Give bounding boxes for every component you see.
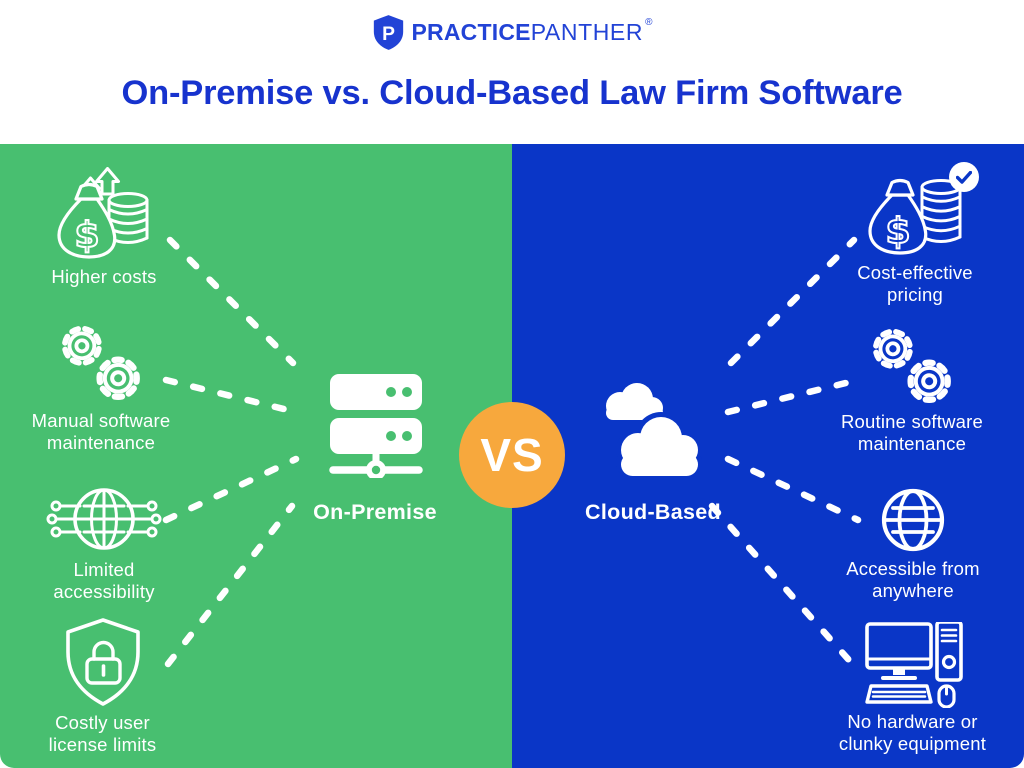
money-bag-coins-arrows-icon: $	[57, 167, 149, 259]
gears-icon	[61, 325, 140, 400]
left-item-license-limits: Costly user license limits	[35, 617, 170, 756]
logo-word-panther: PANTHER	[530, 19, 644, 45]
right-item-routine-maintenance: Routine software maintenance	[832, 324, 992, 455]
right-item-accessible-anywhere: Accessible from anywhere	[838, 487, 988, 602]
logo-letter: P	[382, 24, 395, 45]
page-title: On-Premise vs. Cloud-Based Law Firm Soft…	[121, 74, 903, 112]
vs-badge: VS	[459, 402, 565, 508]
item-label: No hardware or clunky equipment	[838, 711, 987, 754]
left-item-higher-costs: $ Higher costs	[30, 167, 178, 288]
item-label: Routine software maintenance	[840, 411, 984, 454]
registered-mark: ®	[645, 17, 653, 28]
gears-icon	[872, 328, 951, 403]
panther-shield-icon: P	[373, 15, 403, 50]
brand-logo: P PRACTICE PANTHER ®	[0, 14, 1024, 51]
right-item-no-hardware: No hardware or clunky equipment	[830, 622, 995, 755]
shield-lock-icon	[65, 618, 140, 706]
money-bag-coins-check-icon: $	[868, 178, 962, 255]
cloud-icon	[606, 383, 703, 478]
item-label: Manual software maintenance	[31, 410, 171, 453]
item-label: Higher costs	[51, 266, 157, 287]
globe-network-icon	[46, 488, 162, 550]
logo-word-practice: PRACTICE	[411, 19, 531, 45]
left-item-limited-accessibility: Limited accessibility	[39, 481, 169, 603]
left-item-manual-maintenance: Manual software maintenance	[26, 321, 176, 454]
desktop-computer-icon	[864, 622, 963, 708]
globe-icon	[881, 488, 945, 552]
item-label: Costly user license limits	[48, 712, 157, 755]
right-item-cost-effective: $ Cost-effective pricing	[845, 160, 985, 306]
item-label: Cost-effective pricing	[857, 262, 973, 305]
vs-label: VS	[480, 429, 544, 481]
dollar-sign: $	[74, 215, 99, 256]
dollar-sign: $	[885, 211, 910, 252]
on-premise-heading: On-Premise	[313, 500, 437, 524]
server-icon	[329, 374, 423, 478]
item-label: Limited accessibility	[53, 559, 155, 602]
check-badge-icon	[949, 162, 979, 192]
logo-wordmark: PRACTICE PANTHER ®	[411, 17, 653, 46]
item-label: Accessible from anywhere	[846, 558, 980, 601]
cloud-based-heading: Cloud-Based	[585, 500, 721, 524]
